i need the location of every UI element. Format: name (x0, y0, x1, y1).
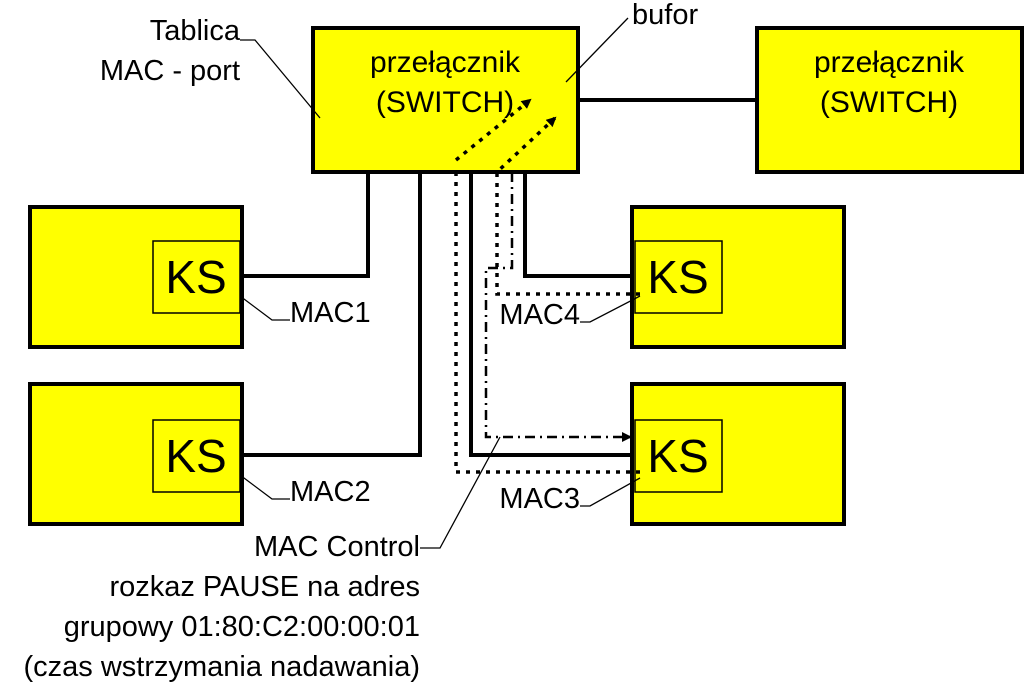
solid-links (240, 98, 757, 457)
mac3-leader (580, 477, 641, 507)
mac1-label: MAC1 (290, 297, 371, 329)
ks-label: KS (165, 251, 226, 303)
switch-main-box (311, 26, 580, 174)
labels: Tablica MAC - port bufor MAC1 MAC2 MAC4 … (24, 0, 699, 683)
pause-frame-path (454, 172, 640, 474)
control-note-line2: rozkaz PAUSE na adres (109, 571, 420, 603)
link-mac4 (523, 172, 640, 278)
control-note-line1: MAC Control (254, 531, 420, 563)
traffic-paths (454, 98, 640, 474)
switch-remote-box (755, 26, 1024, 174)
buffer-label: bufor (632, 0, 698, 31)
mac3-label: MAC3 (499, 483, 580, 515)
mac4-label: MAC4 (499, 299, 580, 331)
mac2-label: MAC2 (290, 476, 371, 508)
control-leader (420, 436, 501, 549)
switch-main-line2: (SWITCH) (376, 86, 514, 119)
mac4-leader (580, 295, 641, 323)
station-mac4: KS (630, 205, 846, 349)
link-mac1 (240, 172, 370, 278)
table-label-line1: Tablica (150, 15, 241, 47)
mac2-leader (239, 474, 290, 500)
leader-lines (239, 17, 641, 549)
switch-remote-line2: (SWITCH) (820, 86, 958, 119)
ks-box (634, 419, 723, 493)
ks-box (152, 419, 241, 493)
ks-box (634, 240, 723, 314)
mac4-to-mac3-path (484, 172, 632, 442)
ks-box (152, 240, 241, 314)
ks-label: KS (647, 430, 708, 482)
mac4-to-buffer-path (495, 116, 640, 296)
station-mac2: KS (28, 382, 244, 526)
table-label-line2: MAC - port (100, 55, 240, 87)
switch-main: przełącznik (SWITCH) (311, 26, 580, 174)
control-note-line3: grupowy 01:80:C2:00:00:01 (64, 611, 420, 643)
station-mac1: KS (28, 205, 244, 349)
ks-label: KS (165, 430, 226, 482)
switch-remote: przełącznik (SWITCH) (755, 26, 1024, 174)
control-note-line4: (czas wstrzymania nadawania) (24, 651, 420, 683)
mac1-leader (239, 295, 290, 321)
link-mac2 (240, 172, 422, 457)
switch-main-line1: przełącznik (370, 46, 521, 79)
switch-remote-line1: przełącznik (814, 46, 965, 79)
station-mac3: KS (630, 382, 846, 526)
buffer-leader (565, 17, 629, 83)
link-mac3 (469, 172, 640, 457)
ks-label: KS (647, 251, 708, 303)
table-leader (240, 39, 321, 119)
